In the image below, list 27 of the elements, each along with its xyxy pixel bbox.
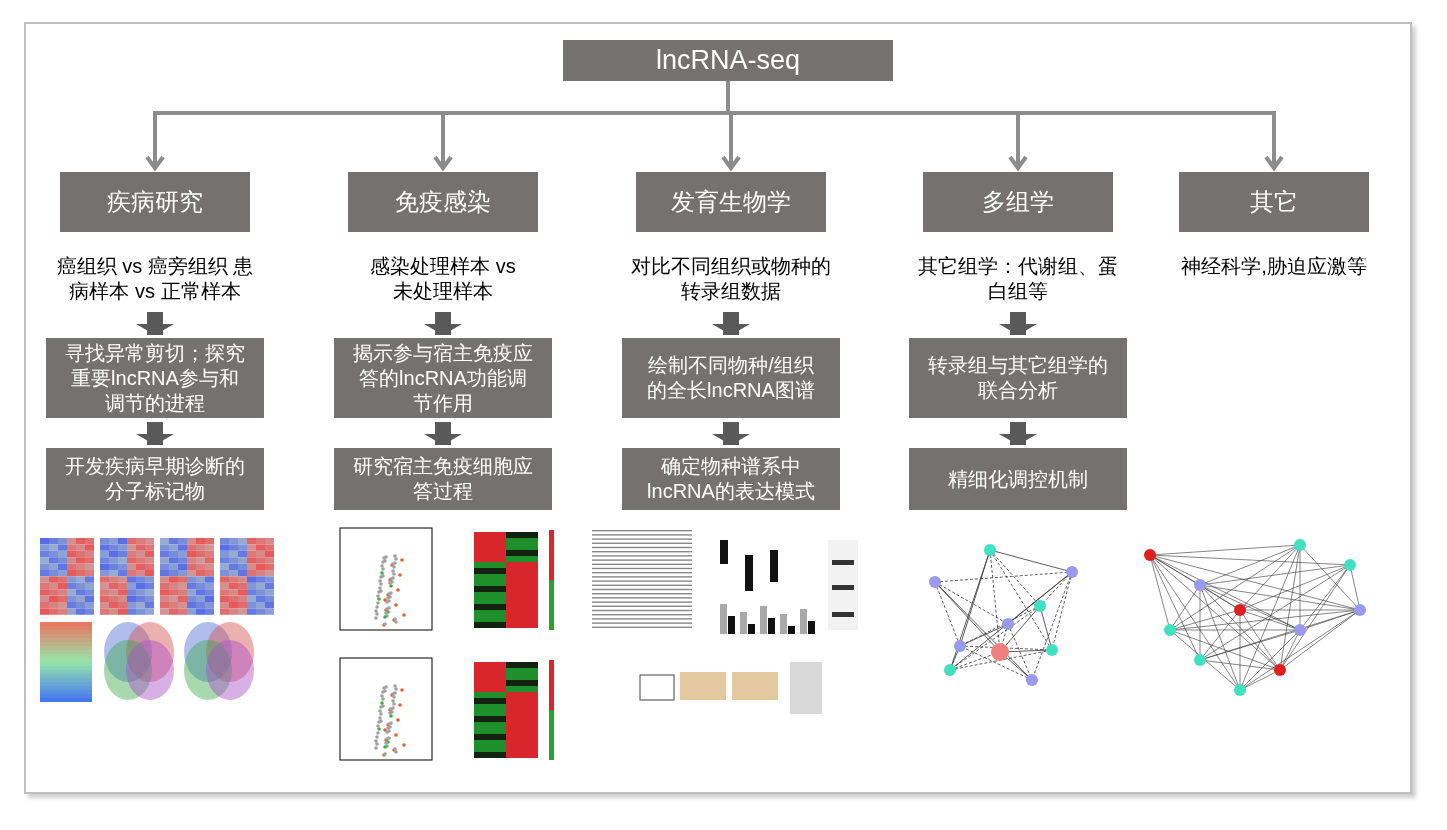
process-box: 寻找异常剪切；探究重要lncRNA参与和调节的进程 <box>46 338 264 418</box>
arrow <box>424 312 462 335</box>
category-box: 疾病研究 <box>60 172 250 232</box>
process-box: 转录组与其它组学的联合分析 <box>909 338 1127 418</box>
root-box: lncRNA-seq <box>563 40 893 81</box>
arrow <box>136 312 174 335</box>
category-box: 其它 <box>1179 172 1369 232</box>
description-text: 神经科学,胁迫应激等 <box>1159 254 1389 308</box>
process-box: 研究宿主免疫细胞应答过程 <box>334 448 552 510</box>
arrow <box>712 312 750 335</box>
process-box: 开发疾病早期诊断的分子标记物 <box>46 448 264 510</box>
description-text: 其它组学：代谢组、蛋白组等 <box>912 254 1124 308</box>
description-text: 癌组织 vs 癌旁组织 患病样本 vs 正常样本 <box>55 254 255 308</box>
process-box: 揭示参与宿主免疫应答的lncRNA功能调节作用 <box>334 338 552 418</box>
process-box: 确定物种谱系中lncRNA的表达模式 <box>622 448 840 510</box>
category-box: 免疫感染 <box>348 172 538 232</box>
category-box: 多组学 <box>923 172 1113 232</box>
arrow <box>999 422 1037 445</box>
arrow <box>424 422 462 445</box>
arrow <box>712 422 750 445</box>
arrow <box>136 422 174 445</box>
description-text: 对比不同组织或物种的转录组数据 <box>625 254 837 308</box>
category-box: 发育生物学 <box>636 172 826 232</box>
arrow <box>999 312 1037 335</box>
process-box: 精细化调控机制 <box>909 448 1127 510</box>
process-box: 绘制不同物种/组织的全长lncRNA图谱 <box>622 338 840 418</box>
description-text: 感染处理样本 vs 未处理样本 <box>358 254 528 308</box>
